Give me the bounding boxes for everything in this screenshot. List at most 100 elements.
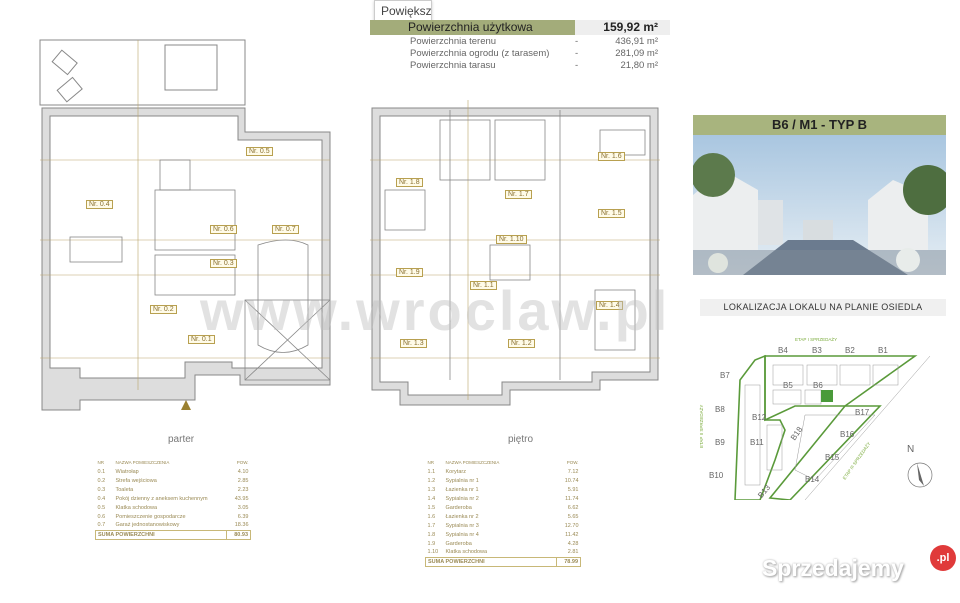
room-number: 1.9	[427, 540, 436, 547]
sprzedajemy-logo: Sprzedajemy	[762, 555, 904, 581]
summary-value: 436,91 m²	[615, 36, 658, 47]
room-label: Nr. 0.3	[210, 259, 237, 268]
room-label: Nr. 1.3	[400, 339, 427, 348]
building-label: B12	[752, 413, 767, 422]
room-number: 1.6	[427, 513, 436, 520]
location-title: LOKALIZACJA LOKALU NA PLANIE OSIEDLA	[700, 299, 946, 316]
area-summary: Powierzchnia użytkowa 159,92 m² Powierzc…	[370, 20, 670, 71]
building-label: B15	[825, 453, 840, 462]
terrace	[39, 39, 246, 106]
table-header: NR NAZWA POMIESZCZENIA POW.	[426, 458, 581, 467]
table-row: 0.1 Wiatrołap 4.10	[96, 467, 251, 476]
building-label: B2	[845, 346, 855, 355]
summary-label: Powierzchnia tarasu	[410, 60, 496, 71]
building-label: B14	[805, 475, 820, 484]
room-number: 1.1	[427, 468, 436, 475]
room-label: Nr. 1.7	[505, 190, 532, 199]
room-name: Łazienka nr 2	[445, 513, 479, 520]
room-label: Nr. 0.4	[86, 200, 113, 209]
first-floor-plan	[370, 100, 660, 406]
room-name: Strefa wejściowa	[115, 477, 157, 484]
watermark: www.wroclaw.pl	[200, 279, 671, 342]
total-label: SUMA POWIERZCHNI	[95, 529, 227, 540]
building-label: B8	[715, 405, 725, 414]
room-name: Wiatrołap	[115, 468, 139, 475]
room-area: 6.62	[567, 504, 579, 511]
zoom-button[interactable]: Powiększ	[374, 0, 432, 22]
logo-badge: .pl	[930, 545, 956, 571]
room-area: 4.28	[567, 540, 579, 547]
building-label: B1	[878, 346, 888, 355]
summary-dash: -	[575, 48, 579, 59]
room-label: Nr. 1.6	[598, 152, 625, 161]
room-label: Nr. 1.1	[470, 281, 497, 290]
usable-area-row: Powierzchnia użytkowa 159,92 m²	[370, 20, 670, 35]
total-label: SUMA POWIERZCHNI	[425, 556, 557, 567]
room-name: Sypialnia nr 1	[445, 477, 479, 484]
ground-floor-plan	[39, 39, 331, 411]
room-area: 5.91	[567, 486, 579, 493]
room-number: 0.1	[97, 468, 106, 475]
header-name: NAZWA POMIESZCZENIA	[115, 460, 170, 465]
room-label: Nr. 0.6	[210, 225, 237, 234]
usable-area-label: Powierzchnia użytkowa	[370, 20, 575, 35]
room-label: Nr. 1.8	[396, 178, 423, 187]
room-label: Nr. 1.9	[396, 268, 423, 277]
room-label: Nr. 0.5	[246, 147, 273, 156]
north-label: N	[907, 444, 914, 455]
site-map: ETAP I SPRZEDAŻY ETAP II SPRZEDAŻY ETAP …	[698, 336, 933, 500]
room-label: Nr. 1.2	[508, 339, 535, 348]
room-number: 1.5	[427, 504, 436, 511]
header-nr: NR	[427, 460, 435, 465]
summary-label: Powierzchnia terenu	[410, 36, 497, 47]
room-name: Toaleta	[115, 486, 134, 493]
building-label: B7	[720, 371, 730, 380]
room-number: 0.6	[97, 513, 106, 520]
room-label: Nr. 1.4	[596, 301, 623, 310]
etap1-label: ETAP I SPRZEDAŻY	[795, 336, 837, 342]
room-name: Pokój dzienny z aneksem kuchennym	[115, 495, 208, 502]
room-area: 3.05	[237, 504, 249, 511]
building-label: B4	[778, 346, 788, 355]
table-row: 1.6 Łazienka nr 2 5.65	[426, 512, 581, 521]
room-name: Garaż jednostanowiskowy	[115, 522, 180, 529]
building-label: B9	[715, 438, 725, 447]
header-name: NAZWA POMIESZCZENIA	[445, 460, 500, 465]
first-floor-name: piętro	[508, 434, 534, 445]
header-area: POW.	[566, 460, 579, 465]
summary-row: Powierzchnia tarasu-21,80 m²	[370, 60, 670, 71]
building-label: B11	[750, 438, 764, 447]
room-label: Nr. 1.10	[496, 235, 527, 244]
etap3-label: ETAP III SPRZEDAŻY	[841, 441, 871, 481]
room-name: Sypialnia nr 2	[445, 495, 479, 502]
header-nr: NR	[97, 460, 105, 465]
room-number: 1.8	[427, 531, 436, 538]
room-name: Klatka schodowa	[115, 504, 158, 511]
summary-row: Powierzchnia ogrodu (z tarasem)-281,09 m…	[370, 48, 670, 59]
usable-area-value: 159,92 m²	[575, 20, 670, 35]
room-number: 0.5	[97, 504, 106, 511]
room-area: 4.10	[237, 468, 249, 475]
ground-floor-name: parter	[168, 434, 195, 445]
etap2-label: ETAP II SPRZEDAŻY	[698, 405, 704, 448]
room-number: 0.3	[97, 486, 106, 493]
room-name: Pomieszczenie gospodarcze	[115, 513, 186, 520]
room-area: 5.65	[567, 513, 579, 520]
room-name: Klatka schodowa	[445, 549, 488, 556]
total-value: 78.99	[556, 556, 581, 567]
